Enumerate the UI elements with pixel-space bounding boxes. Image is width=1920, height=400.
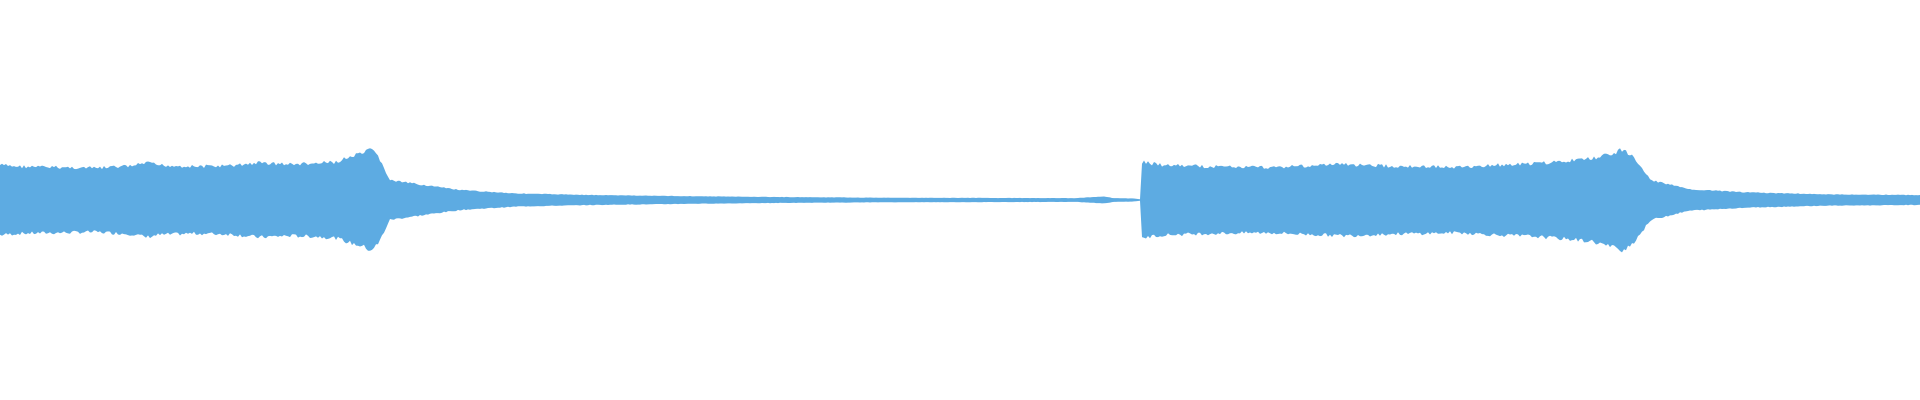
waveform-path (0, 148, 1920, 253)
